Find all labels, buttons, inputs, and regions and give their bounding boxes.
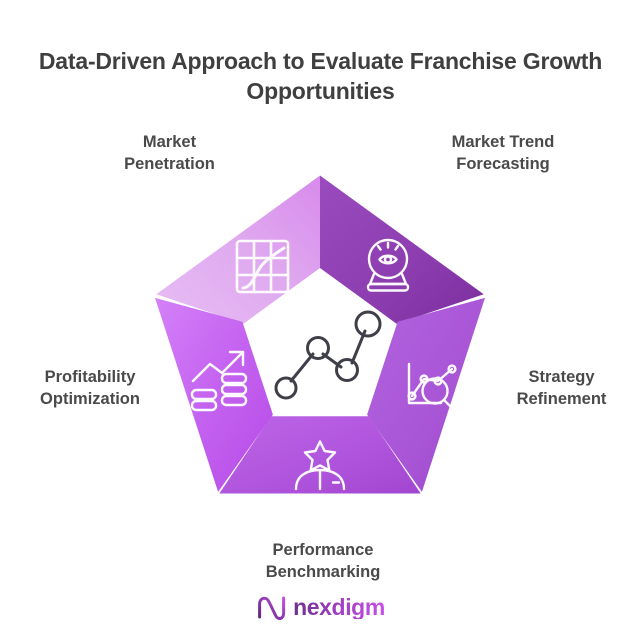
segment-strategy-refinement[interactable] <box>367 297 485 492</box>
crystal-ball-eye-icon <box>366 238 410 292</box>
nexdigm-logo-text: nexdigm <box>293 593 385 620</box>
label-strategy-refinement: Strategy Refinement <box>516 368 607 408</box>
label-performance-benchmarking: Performance Benchmarking <box>265 541 381 581</box>
nexdigm-n-mark-icon <box>257 596 285 620</box>
label-market-penetration: Market Penetration <box>124 133 215 173</box>
segment-market-trend-forecasting[interactable] <box>320 175 484 324</box>
segment-market-trend-forecasting-shape[interactable] <box>320 175 484 324</box>
segment-profitability-optimization-shape[interactable] <box>155 297 273 492</box>
segment-performance-benchmarking-shape[interactable] <box>219 416 421 494</box>
segment-performance-benchmarking[interactable] <box>219 416 421 494</box>
label-market-trend-forecasting: Market Trend Forecasting <box>451 133 555 173</box>
star-person-award-icon <box>294 440 346 491</box>
label-profitability-optimization: Profitability Optimization <box>40 368 140 408</box>
grid-curve-chart-icon <box>235 239 290 294</box>
nexdigm-logo[interactable]: nexdigm <box>256 594 385 620</box>
segment-strategy-refinement-shape[interactable] <box>367 297 485 492</box>
segment-profitability-optimization[interactable] <box>155 297 273 492</box>
chart-magnifier-icon <box>407 362 457 410</box>
coins-growth-arrow-icon <box>190 350 248 412</box>
network-nodes-icon <box>274 310 382 400</box>
page-title: Data-Driven Approach to Evaluate Franchi… <box>38 48 603 104</box>
segment-market-penetration[interactable] <box>156 175 320 324</box>
